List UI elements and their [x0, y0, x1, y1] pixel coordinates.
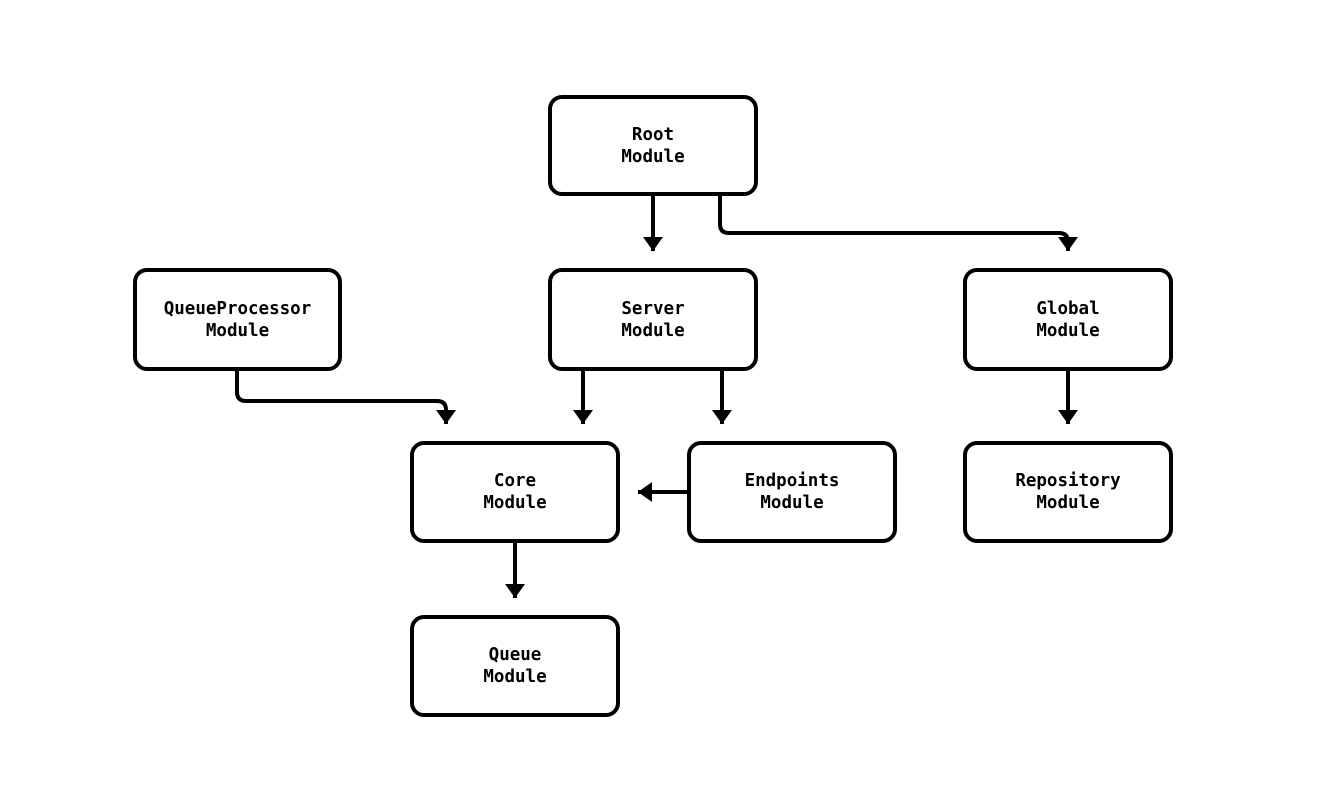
- edge-queueprocessor-core: [235, 371, 456, 424]
- edge-arrowhead: [573, 410, 593, 424]
- node-label-line2: Module: [483, 493, 547, 513]
- edge-global-repository: [1058, 371, 1078, 424]
- edge-arrowhead: [712, 410, 732, 424]
- node-label-line2: Module: [205, 320, 270, 341]
- edge-arrowhead: [1058, 410, 1078, 424]
- node-label-line1: Server: [621, 298, 685, 319]
- edge-line: [718, 196, 1070, 251]
- edge-core-queue: [505, 543, 525, 598]
- edge-endpoints-core: [638, 482, 687, 502]
- node-label-line1: QueueProcessor: [163, 298, 312, 319]
- edge-arrowhead: [643, 237, 663, 251]
- edge-arrowhead: [505, 584, 525, 598]
- node-label-line1: Endpoints: [744, 471, 840, 491]
- edge-arrowhead: [1058, 237, 1078, 251]
- edge-line: [235, 371, 448, 424]
- node-label-line2: Module: [621, 320, 685, 341]
- edge-root-global: [718, 196, 1078, 251]
- node-label-line2: Module: [1036, 493, 1100, 513]
- edge-arrowhead: [436, 410, 456, 424]
- node-label-line2: Module: [1036, 320, 1100, 341]
- node-label-line1: Core: [493, 471, 537, 491]
- node-label-line1: Global: [1036, 298, 1100, 319]
- node-label-line1: Repository: [1015, 471, 1121, 491]
- node-label-line1: Queue: [488, 645, 542, 665]
- edge-root-server: [643, 196, 663, 251]
- edge-server-core: [573, 371, 593, 424]
- node-label-line1: Root: [631, 124, 675, 145]
- node-label-line2: Module: [760, 493, 824, 513]
- edge-arrowhead: [638, 482, 652, 502]
- edges-group: [235, 196, 1078, 598]
- edge-server-endpoints: [712, 371, 732, 424]
- node-label-line2: Module: [621, 146, 685, 167]
- node-label-line2: Module: [483, 667, 547, 687]
